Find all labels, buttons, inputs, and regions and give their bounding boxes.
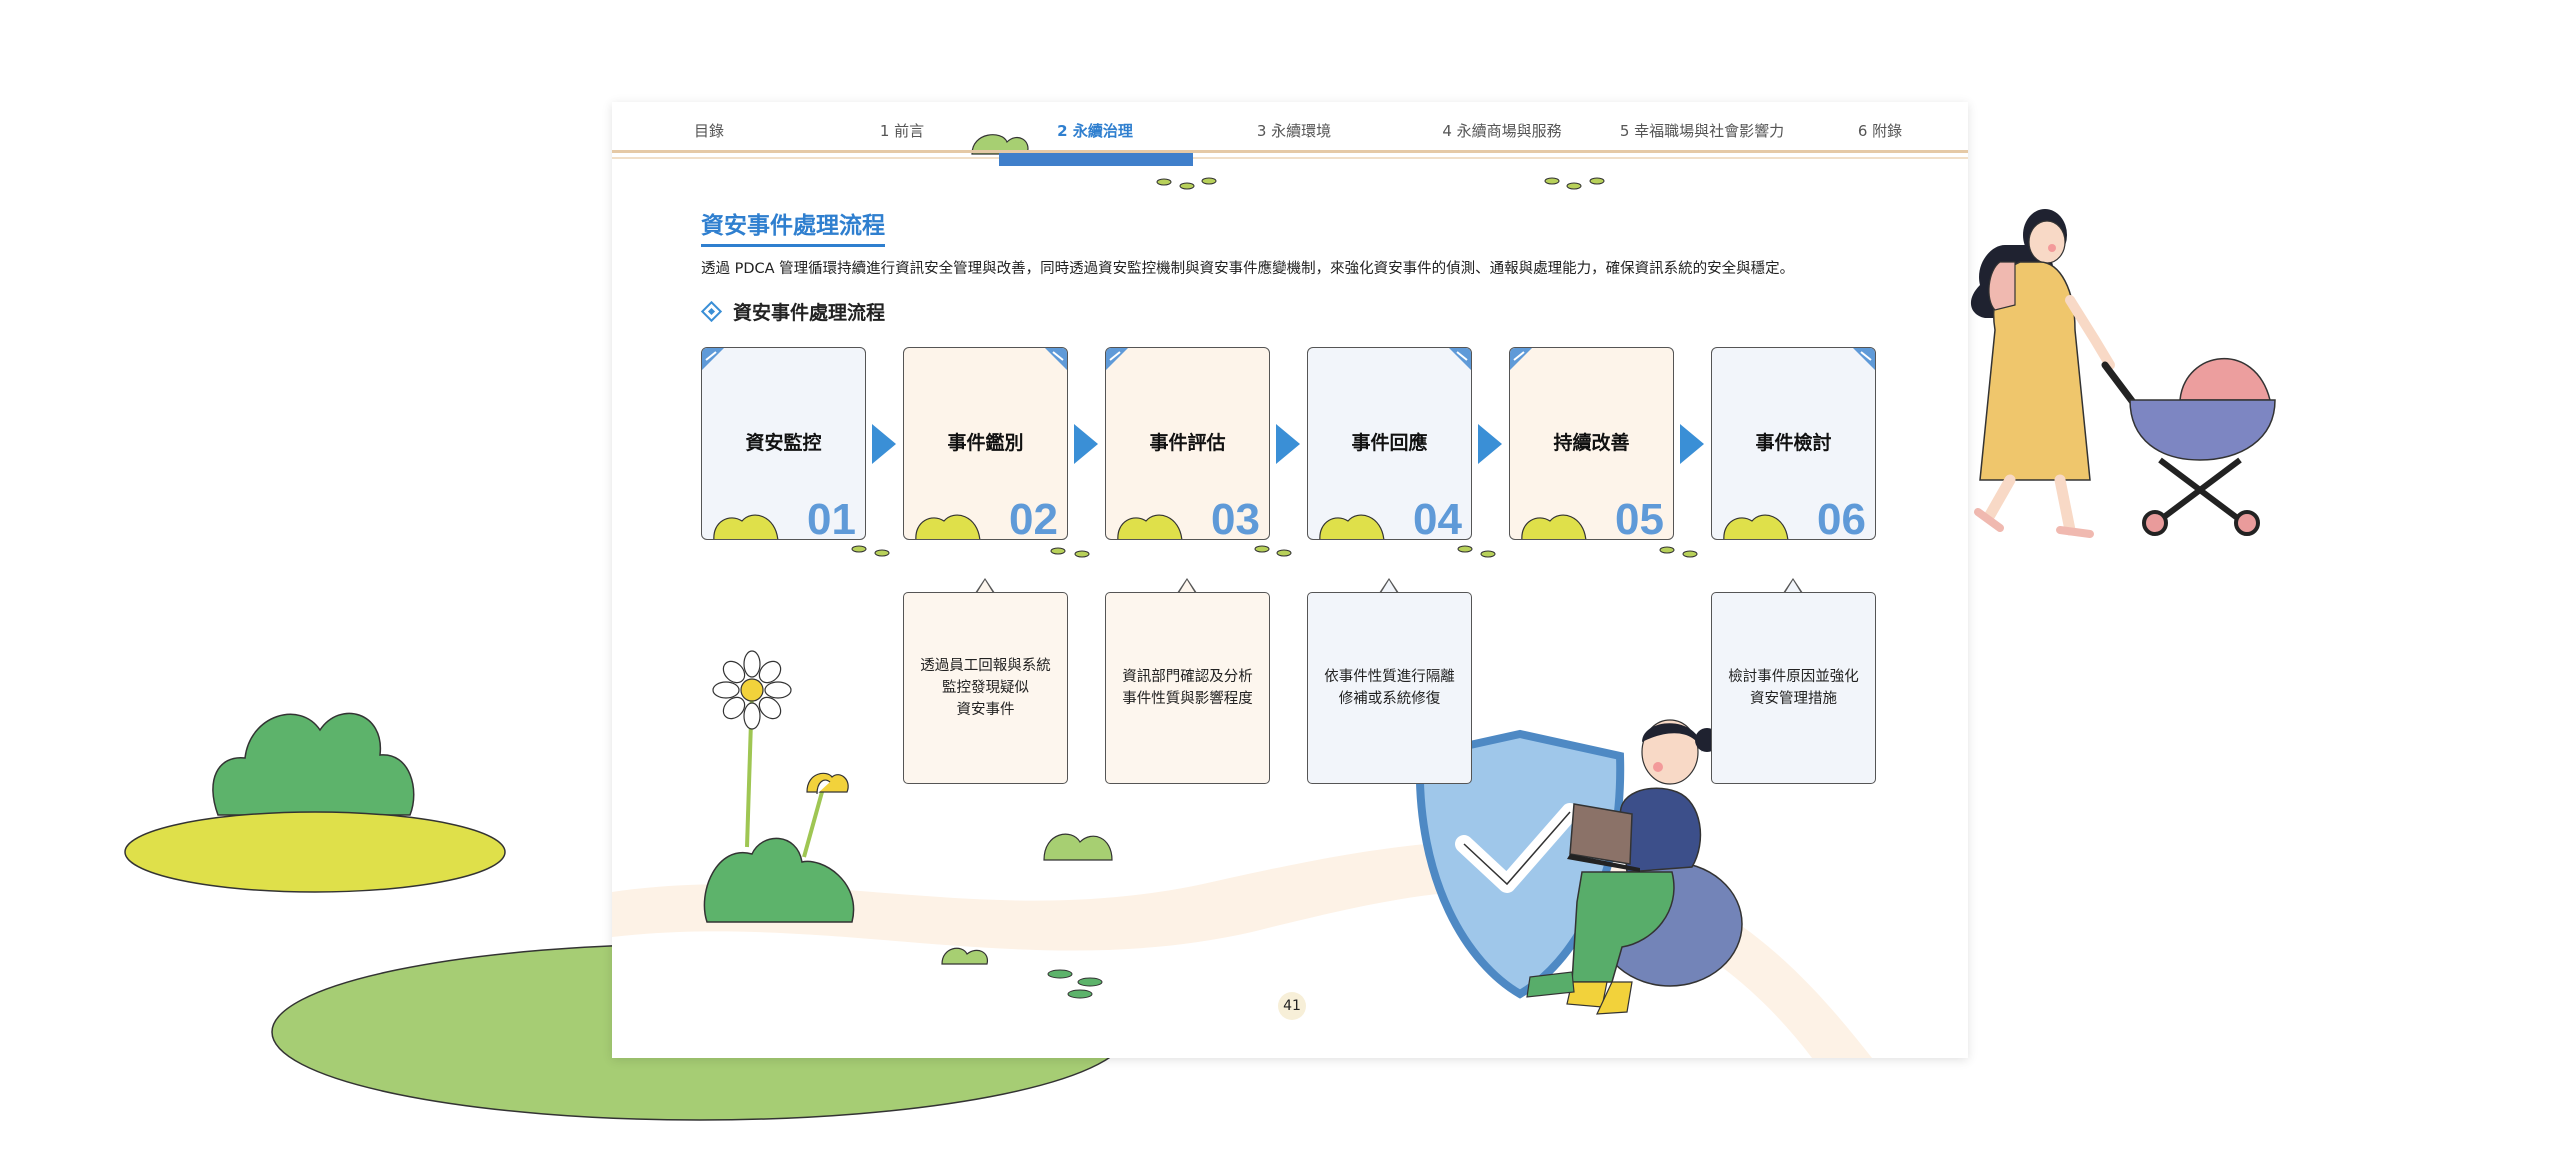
corner-tab-icon bbox=[1449, 348, 1471, 370]
bush-icon bbox=[1319, 514, 1385, 539]
flower-illustration bbox=[703, 650, 855, 923]
section-title: 資安事件處理流程 bbox=[701, 206, 885, 247]
shield-laptop-illustration bbox=[1415, 719, 1743, 1015]
flow-arrow-icon bbox=[1074, 424, 1098, 464]
nav-divider bbox=[612, 150, 1968, 153]
step-number: 04 bbox=[1413, 495, 1462, 540]
process-step-6: 事件檢討 06 bbox=[1711, 347, 1876, 540]
callout-text: 透過員工回報與系統 監控發現疑似 資安事件 bbox=[920, 658, 1051, 718]
corner-tab-icon bbox=[1853, 348, 1875, 370]
corner-tab-icon bbox=[1045, 348, 1067, 370]
bush-icon bbox=[1723, 514, 1789, 539]
diamond-bullet-icon bbox=[700, 300, 723, 323]
step-number: 05 bbox=[1615, 495, 1664, 540]
process-step-5: 持續改善 05 bbox=[1509, 347, 1674, 540]
process-step-1: 資安監控 01 bbox=[701, 347, 866, 540]
callout-pointer bbox=[1177, 578, 1197, 593]
process-step-2: 事件鑑別 02 bbox=[903, 347, 1068, 540]
step-number: 03 bbox=[1211, 495, 1260, 540]
callout-text: 資訊部門確認及分析 事件性質與影響程度 bbox=[1122, 669, 1253, 707]
nav-item-environment[interactable]: 3 永續環境 bbox=[1256, 122, 1332, 140]
step-label: 資安監控 bbox=[745, 432, 822, 454]
callout-step-6: 檢討事件原因並強化 資安管理措施 bbox=[1711, 592, 1876, 784]
bush-icon bbox=[915, 514, 981, 539]
step-number: 02 bbox=[1009, 495, 1058, 540]
bush-icon bbox=[713, 514, 779, 539]
step-number: 01 bbox=[807, 495, 856, 540]
nav-item-mall-services[interactable]: 4 永續商場與服務 bbox=[1442, 122, 1562, 140]
callout-text: 檢討事件原因並強化 資安管理措施 bbox=[1728, 669, 1859, 707]
step-label: 事件檢討 bbox=[1755, 432, 1832, 454]
bush-icon bbox=[1117, 514, 1183, 539]
callout-step-4: 依事件性質進行隔離 修補或系統修復 bbox=[1307, 592, 1472, 784]
callout-pointer bbox=[1379, 578, 1399, 593]
corner-tab-icon bbox=[1106, 348, 1128, 370]
process-step-3: 事件評估 03 bbox=[1105, 347, 1270, 540]
step-label: 事件鑑別 bbox=[947, 432, 1024, 454]
nav-divider-secondary bbox=[612, 157, 1968, 159]
corner-tab-icon bbox=[1510, 348, 1532, 370]
callout-pointer bbox=[975, 578, 995, 593]
flow-arrow-icon bbox=[1276, 424, 1300, 464]
callout-step-2: 透過員工回報與系統 監控發現疑似 資安事件 bbox=[903, 592, 1068, 784]
step-label: 事件回應 bbox=[1351, 432, 1428, 454]
nav-item-governance[interactable]: 2 永續治理 bbox=[1057, 122, 1133, 140]
nav-active-indicator bbox=[999, 153, 1193, 166]
corner-tab-icon bbox=[702, 348, 724, 370]
callout-pointer bbox=[1783, 578, 1803, 593]
callout-step-3: 資訊部門確認及分析 事件性質與影響程度 bbox=[1105, 592, 1270, 784]
page-decoration bbox=[612, 134, 1872, 1058]
step-number: 06 bbox=[1817, 495, 1866, 540]
nav-item-appendix[interactable]: 6 附錄 bbox=[1857, 122, 1903, 140]
step-label: 持續改善 bbox=[1553, 432, 1630, 454]
flow-arrow-icon bbox=[1680, 424, 1704, 464]
report-page: 目錄 1 前言 2 永續治理 3 永續環境 4 永續商場與服務 5 幸福職場與社… bbox=[612, 102, 1968, 1058]
flow-arrow-icon bbox=[872, 424, 896, 464]
subsection-title: 資安事件處理流程 bbox=[700, 298, 886, 325]
nav-item-workplace-society[interactable]: 5 幸福職場與社會影響力 bbox=[1619, 122, 1785, 140]
intro-paragraph: 透過 PDCA 管理循環持續進行資訊安全管理與改善，同時透過資安監控機制與資安事… bbox=[701, 261, 1795, 277]
step-label: 事件評估 bbox=[1149, 432, 1226, 454]
flow-arrow-icon bbox=[1478, 424, 1502, 464]
woman-stroller-illustration bbox=[1970, 209, 2276, 538]
bush-icon bbox=[1521, 514, 1587, 539]
chapter-nav: 目錄 1 前言 2 永續治理 3 永續環境 4 永續商場與服務 5 幸福職場與社… bbox=[612, 120, 1968, 142]
callout-text: 依事件性質進行隔離 修補或系統修復 bbox=[1324, 669, 1455, 707]
process-step-4: 事件回應 04 bbox=[1307, 347, 1472, 540]
subsection-title-text: 資安事件處理流程 bbox=[733, 302, 886, 324]
nav-item-contents[interactable]: 目錄 bbox=[693, 122, 725, 140]
page-number: 41 bbox=[1278, 992, 1306, 1020]
nav-item-preface[interactable]: 1 前言 bbox=[879, 122, 925, 140]
